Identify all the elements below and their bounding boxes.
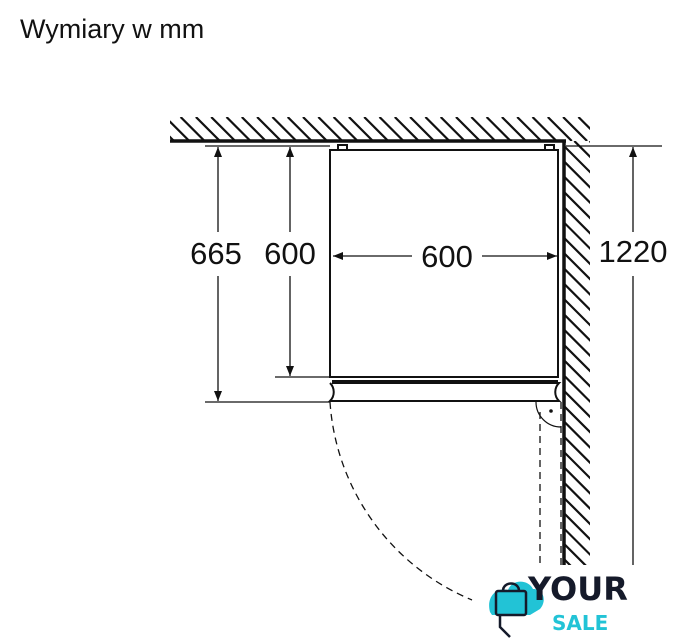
hatch-stroke [485,117,512,141]
hinge-angle-arc [535,401,562,428]
hatch-stroke [564,435,590,465]
hatch-stroke [131,141,571,581]
dim-label-600-depth: 600 [264,236,316,271]
hatch-stroke [501,117,527,141]
shopping-bag-hand-icon [494,582,528,638]
hatch-stroke [564,358,590,388]
hatch-stroke [424,117,451,141]
hatch-stroke [170,120,191,141]
hatch-stroke [317,117,344,141]
hatch-stroke [271,117,298,141]
hatch-stroke [564,404,590,434]
hatch-stroke [241,117,267,141]
hatch-stroke [564,343,590,373]
hatch-stroke [439,117,466,141]
hatch-stroke [564,328,590,358]
hatch-stroke [302,117,328,141]
hatch-stroke [564,450,590,480]
hatch-stroke [562,117,588,141]
hatch-stroke [564,496,590,526]
hatch-stroke [577,117,590,131]
hatch-stroke [564,220,590,251]
dim-label-1220: 1220 [599,234,668,269]
hatch-stroke [564,465,590,495]
hatch-stroke [573,141,590,159]
diagram-title: Wymiary w mm [20,14,205,44]
hatch-stroke [531,117,558,141]
hatch-stroke [564,297,590,327]
hatch-stroke [564,282,590,312]
hatch-stroke [470,117,497,141]
extension-lines [205,145,662,403]
hatch-stroke [564,190,590,220]
hinge-dot [549,409,553,413]
hatch-stroke [564,251,590,281]
fridge-body [327,144,562,402]
hatch-stroke [100,141,540,581]
hatch-stroke [332,117,359,141]
dim-label-665: 665 [190,236,242,271]
hatch-stroke [455,117,481,141]
top-wall-hatch [170,117,618,141]
hatch-stroke [225,117,252,141]
hatch-stroke [594,117,618,141]
hatch-stroke [348,117,374,141]
hatch-stroke [179,117,206,141]
yoursale-logo: YOUR SALE [480,570,640,640]
right-wall-hatch [100,141,590,581]
hatch-stroke [115,141,555,581]
hatch-stroke [564,481,590,511]
hatch-stroke [363,117,389,141]
hatch-stroke [564,419,590,449]
hatch-stroke [256,117,282,141]
hatch-stroke [286,117,313,141]
logo-sale: SALE [552,611,608,635]
hatch-stroke [394,117,420,141]
hatch-stroke [516,117,542,141]
dim-label-600-width: 600 [421,239,473,274]
hatch-stroke [210,117,236,141]
logo-your: YOUR [527,570,628,608]
hatch-stroke [564,175,590,205]
hatch-stroke [564,557,572,565]
hatch-stroke [409,117,435,141]
hatch-stroke [564,542,587,565]
hatch-stroke [588,141,590,143]
hatch-stroke [564,526,590,557]
hatch-stroke [564,373,590,404]
hatch-stroke [195,117,221,141]
door-swing [329,401,562,601]
hatch-stroke [378,117,405,141]
hatch-stroke [547,117,573,141]
hatch-stroke [564,205,590,235]
